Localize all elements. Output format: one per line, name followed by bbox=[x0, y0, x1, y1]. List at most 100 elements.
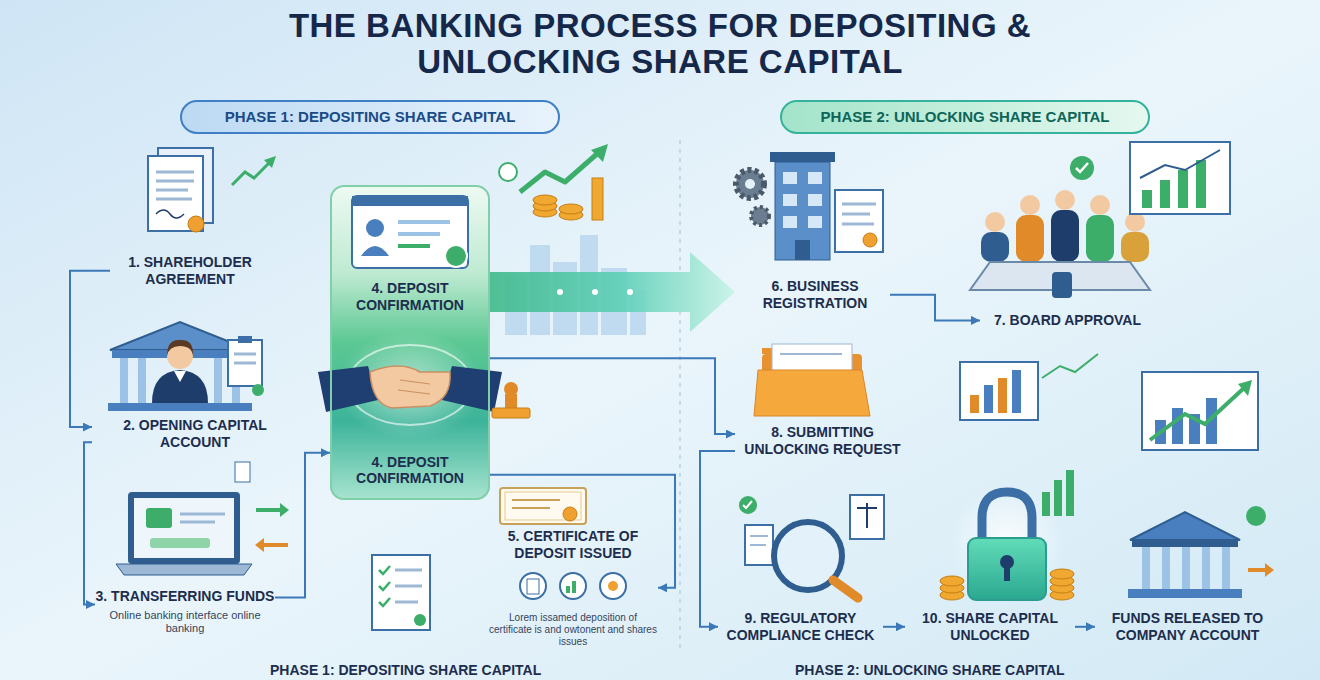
big-arrow bbox=[490, 252, 735, 332]
chart-bar bbox=[970, 395, 979, 413]
laptop-screen bbox=[128, 492, 240, 564]
handshake bbox=[370, 366, 450, 408]
phase-pill: PHASE 2: UNLOCKING SHARE CAPITAL bbox=[780, 100, 1150, 134]
chart-frame bbox=[960, 362, 1038, 420]
flow-connector bbox=[490, 358, 735, 434]
trend-line bbox=[1042, 354, 1098, 378]
text-line bbox=[842, 213, 870, 216]
flow-connector bbox=[883, 626, 905, 628]
step-note: Lorem issamed deposition of certificate … bbox=[488, 612, 658, 648]
mini-document bbox=[527, 579, 539, 594]
step-node: 2. OPENING CAPITAL ACCOUNT bbox=[92, 417, 298, 451]
bank-beam bbox=[1132, 540, 1238, 547]
connector-group bbox=[70, 271, 1095, 627]
page-front bbox=[148, 156, 203, 231]
flow-connector bbox=[84, 442, 95, 604]
teller-collar bbox=[174, 371, 186, 382]
door bbox=[795, 240, 810, 260]
mini-icon bbox=[600, 573, 626, 599]
person-head bbox=[1090, 195, 1110, 215]
teller-hair bbox=[167, 340, 193, 356]
text-line bbox=[398, 232, 440, 236]
step-label: 10. SHARE CAPITAL UNLOCKED bbox=[905, 610, 1075, 644]
person-head bbox=[1020, 195, 1040, 215]
text-line bbox=[395, 569, 422, 572]
coin-badge bbox=[1246, 506, 1266, 526]
finger-line bbox=[398, 390, 430, 394]
payment-card bbox=[146, 508, 172, 528]
lock-shackle bbox=[982, 492, 1032, 540]
step-node: 10. SHARE CAPITAL UNLOCKED bbox=[905, 610, 1075, 644]
check-mark bbox=[379, 598, 390, 606]
text-line bbox=[750, 535, 768, 537]
mini-icon bbox=[560, 573, 586, 599]
arrow-dot bbox=[627, 289, 633, 295]
approval-bubble bbox=[1070, 156, 1094, 180]
text-line bbox=[234, 353, 256, 356]
flow-connector bbox=[70, 271, 110, 427]
step-label: 2. OPENING CAPITAL ACCOUNT bbox=[92, 417, 298, 451]
certificate-icon bbox=[500, 488, 586, 524]
laptop-base bbox=[116, 564, 252, 575]
left-sleeve bbox=[318, 366, 378, 412]
phase-pill: PHASE 1: DEPOSITING SHARE CAPITAL bbox=[180, 100, 560, 134]
window bbox=[783, 172, 797, 184]
text-line bbox=[156, 189, 188, 192]
return-arrowhead bbox=[255, 538, 264, 552]
avatar-head bbox=[366, 219, 384, 237]
chart-bar bbox=[1160, 180, 1170, 208]
check-mark bbox=[379, 582, 390, 590]
step-label: 5. CERTIFICATE OF DEPOSIT ISSUED bbox=[488, 528, 658, 562]
step-note: Online banking interface online banking bbox=[95, 609, 275, 635]
person-body bbox=[981, 232, 1009, 262]
confirmation-panel: 4. DEPOSIT CONFIRMATION4. DEPOSIT CONFIR… bbox=[330, 185, 490, 500]
bank-column bbox=[214, 358, 222, 403]
chart-bar bbox=[998, 378, 1007, 413]
step-label: 3. TRANSFERRING FUNDS bbox=[95, 588, 275, 605]
approval-check bbox=[1076, 163, 1088, 172]
step-node: 5. CERTIFICATE OF DEPOSIT ISSUED Lorem is… bbox=[488, 528, 658, 648]
chair bbox=[1052, 272, 1072, 298]
coin bbox=[1050, 569, 1074, 579]
signature bbox=[156, 210, 184, 218]
chart-bar bbox=[1196, 160, 1206, 208]
window bbox=[783, 216, 797, 228]
law-document bbox=[850, 495, 884, 539]
chart-frame bbox=[1142, 372, 1258, 450]
diagram-title: THE BANKING PROCESS FOR DEPOSITING & UNL… bbox=[200, 8, 1120, 81]
bank-roof bbox=[1130, 512, 1240, 540]
checklist bbox=[372, 555, 430, 630]
certificate bbox=[500, 488, 586, 524]
monitor-bar bbox=[352, 196, 468, 206]
person-body bbox=[1121, 232, 1149, 262]
bank-column bbox=[1222, 547, 1230, 589]
seal bbox=[188, 216, 204, 232]
chart-bar bbox=[1042, 492, 1050, 516]
lock-body bbox=[968, 538, 1046, 600]
mini-bar bbox=[566, 586, 570, 593]
step-node: 8. SUBMITTING UNLOCKING REQUEST bbox=[735, 424, 910, 458]
arrow-dot bbox=[557, 289, 563, 295]
arrow-dot bbox=[592, 289, 598, 295]
certificate-border bbox=[505, 492, 581, 520]
text-line bbox=[180, 513, 225, 516]
growth-arrow bbox=[520, 153, 598, 192]
step-node: 3. TRANSFERRING FUNDS Online banking inte… bbox=[95, 588, 275, 635]
text-line bbox=[842, 203, 876, 206]
step-node: 1. SHAREHOLDER AGREEMENT bbox=[110, 254, 270, 288]
text-line bbox=[180, 521, 215, 524]
step-label: 4. DEPOSIT CONFIRMATION bbox=[332, 280, 488, 314]
person-body bbox=[1086, 215, 1114, 262]
bank-column bbox=[1182, 547, 1190, 589]
check-badge bbox=[252, 384, 264, 396]
compliance-document bbox=[745, 525, 773, 565]
lock-glow bbox=[949, 487, 1065, 603]
step-node: 6. BUSINESS REGISTRATION bbox=[740, 278, 890, 312]
mini-icon bbox=[520, 573, 546, 599]
coins-growth-icon bbox=[499, 144, 608, 220]
window bbox=[808, 216, 822, 228]
chart-bar bbox=[1178, 170, 1188, 208]
phase-label: PHASE 1: DEPOSITING SHARE CAPITAL bbox=[192, 108, 548, 126]
company-bank-icon bbox=[1128, 506, 1274, 598]
